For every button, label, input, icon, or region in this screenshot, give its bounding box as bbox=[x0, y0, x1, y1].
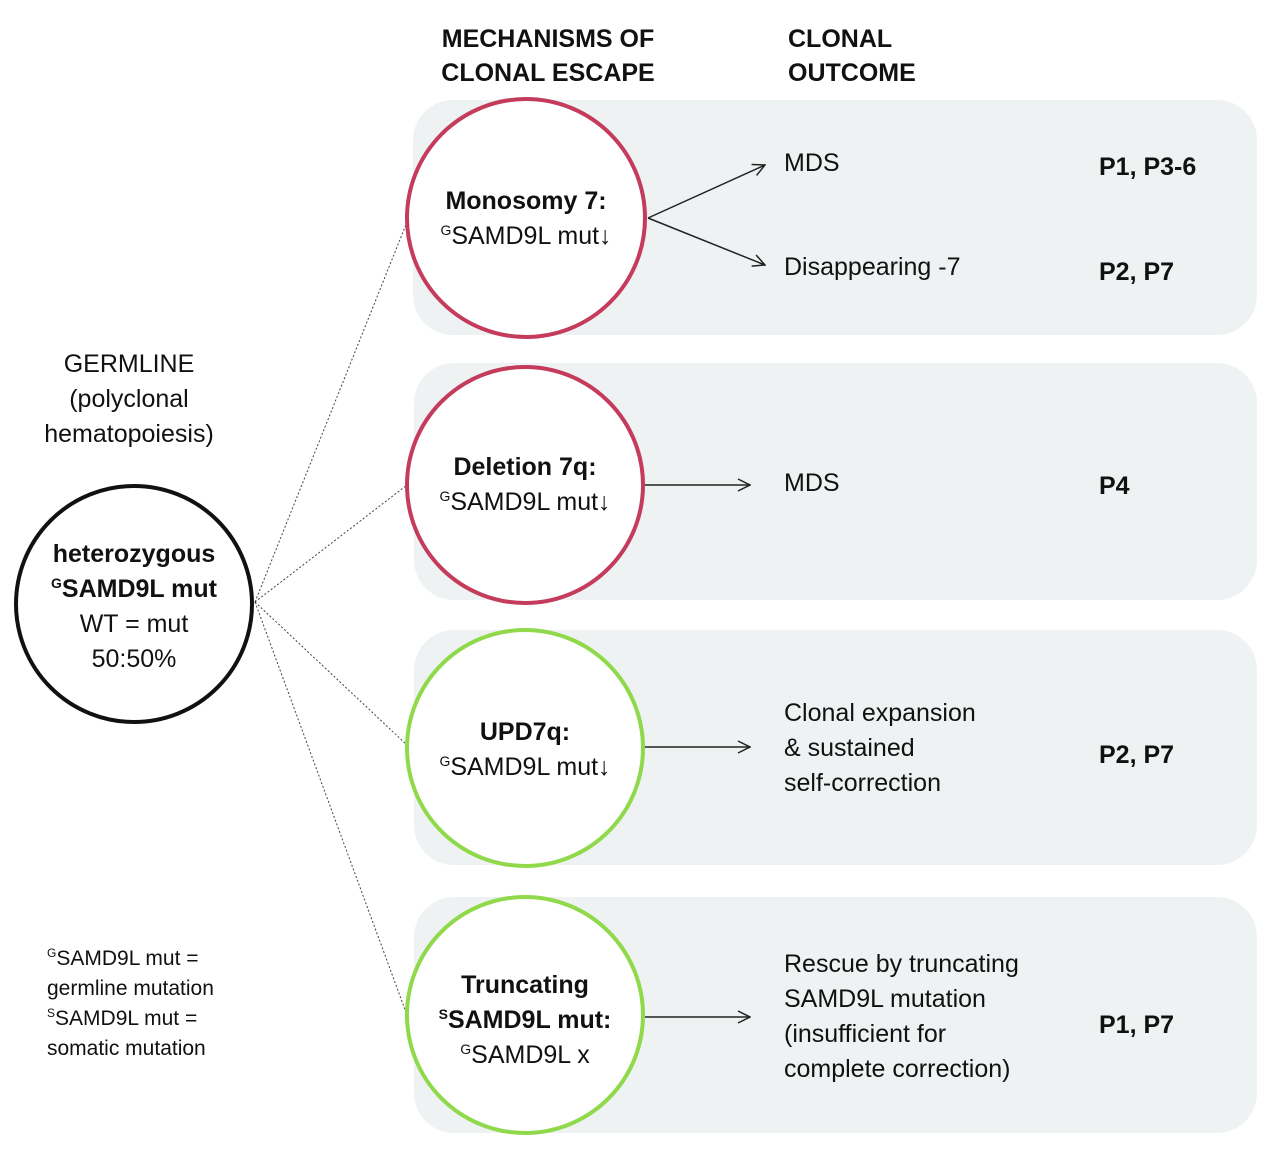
connector-line bbox=[254, 601, 408, 1016]
patients-label: P2, P7 bbox=[1099, 258, 1175, 286]
connector-line bbox=[254, 221, 408, 603]
patients-label: P1, P3-6 bbox=[1099, 153, 1197, 181]
arrow bbox=[647, 165, 765, 219]
monosomy-circle bbox=[405, 97, 647, 339]
outcome-text: MDS bbox=[784, 149, 840, 177]
upd-text: UPD7q:GSAMD9L mut↓ bbox=[439, 718, 611, 781]
outcome-text: Disappearing -7 bbox=[784, 253, 961, 281]
connector-line bbox=[254, 484, 408, 603]
patients-label: P4 bbox=[1099, 472, 1130, 500]
outcome-text: MDS bbox=[784, 469, 840, 497]
deletion-circle bbox=[405, 365, 645, 605]
upd-circle bbox=[405, 628, 645, 868]
deletion-text: Deletion 7q:GSAMD9L mut↓ bbox=[439, 453, 611, 516]
patients-label: P1, P7 bbox=[1099, 1011, 1175, 1039]
truncating-circle bbox=[405, 895, 645, 1135]
patients-label: P2, P7 bbox=[1099, 741, 1175, 769]
legend: GSAMD9L mut =germline mutation SSAMD9L m… bbox=[47, 946, 214, 1060]
connector-line bbox=[254, 601, 408, 746]
germline-circle bbox=[14, 484, 254, 724]
monosomy-text: Monosomy 7:GSAMD9L mut↓ bbox=[440, 187, 612, 250]
arrow bbox=[647, 217, 765, 265]
